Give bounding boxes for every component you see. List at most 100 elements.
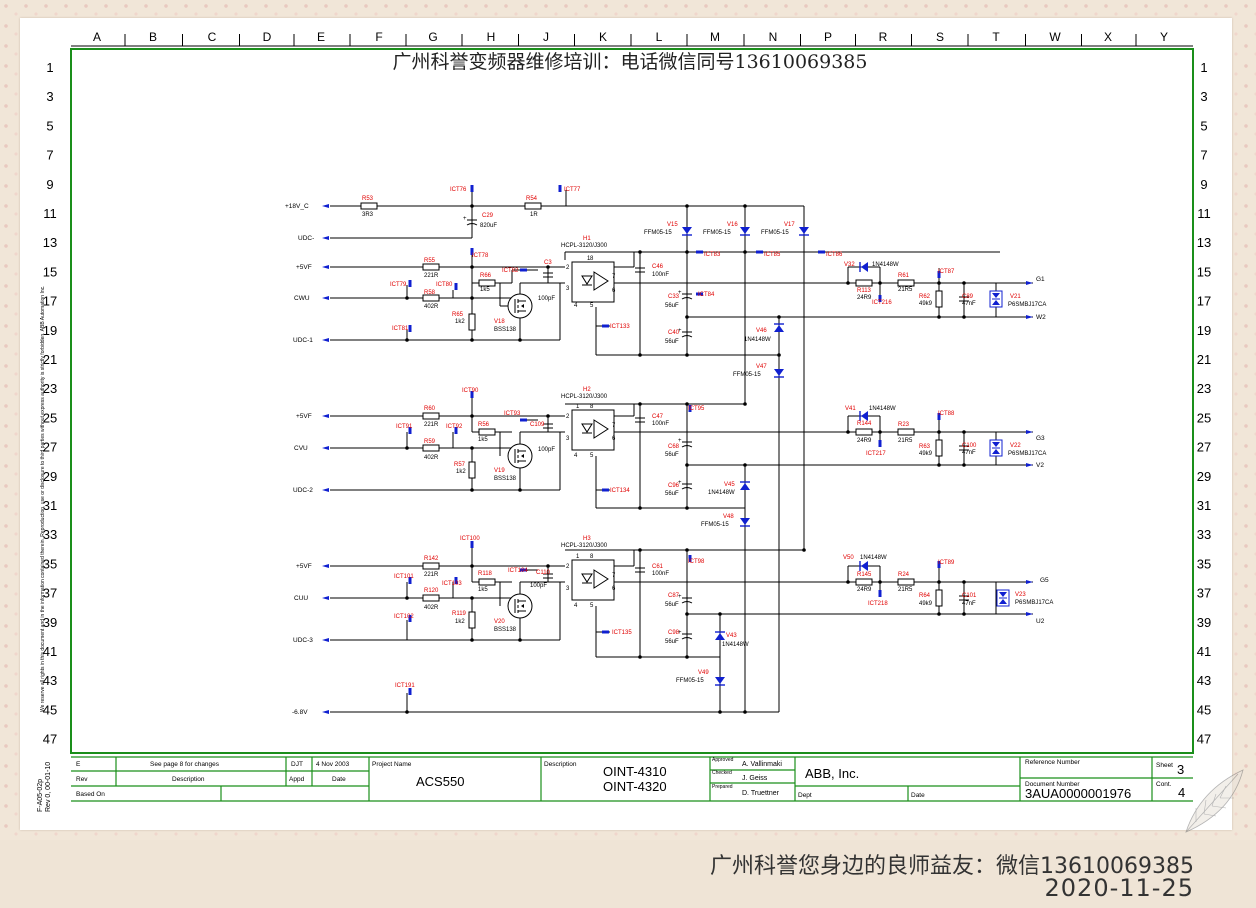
svg-text:V16: V16: [727, 222, 738, 228]
svg-text:5: 5: [590, 303, 594, 309]
svg-text:3: 3: [566, 436, 570, 442]
copyright-side-text: We reserve all rights in this document a…: [40, 285, 46, 712]
row-number-left: 25: [43, 410, 57, 425]
net-p18: +18V_C: [285, 203, 309, 210]
svg-text:ICT100: ICT100: [460, 536, 480, 542]
svg-text:R145: R145: [857, 572, 872, 578]
svg-text:1N4148W: 1N4148W: [860, 555, 887, 561]
svg-text:BSS138: BSS138: [494, 327, 517, 333]
svg-text:D. Truettner: D. Truettner: [742, 790, 780, 797]
row-number-left: 21: [43, 352, 57, 367]
row-number-right: 31: [1197, 498, 1211, 513]
svg-text:5: 5: [590, 453, 594, 459]
svg-text:ICT81: ICT81: [392, 326, 409, 332]
svg-text:R53: R53: [362, 196, 374, 202]
svg-text:ICT95: ICT95: [688, 406, 705, 412]
svg-text:R57: R57: [454, 462, 466, 468]
svg-text:BSS138: BSS138: [494, 627, 517, 633]
svg-text:1k2: 1k2: [455, 319, 465, 325]
svg-text:402R: 402R: [424, 455, 439, 461]
column-letter: Y: [1160, 30, 1168, 44]
svg-text:ICT134: ICT134: [610, 488, 630, 494]
row-number-left: 15: [43, 264, 57, 279]
net-v2: V2: [1036, 462, 1044, 469]
svg-text:49k9: 49k9: [919, 451, 933, 457]
row-number-left: 23: [43, 381, 57, 396]
svg-text:ICT84: ICT84: [698, 292, 715, 298]
drawing-frame: [70, 48, 1194, 754]
svg-text:1N4148W: 1N4148W: [872, 262, 899, 268]
row-number-right: 43: [1197, 673, 1211, 688]
svg-text:56uF: 56uF: [665, 452, 679, 458]
svg-text:7: 7: [612, 274, 616, 280]
row-number-left: 3: [46, 89, 53, 104]
svg-text:221R: 221R: [424, 273, 439, 279]
row-number-right: 35: [1197, 556, 1211, 571]
svg-text:ICT135: ICT135: [612, 630, 632, 636]
svg-text:C46: C46: [652, 264, 664, 270]
svg-text:C101: C101: [962, 593, 977, 599]
svg-text:V48: V48: [723, 514, 734, 520]
row-number-right: 47: [1197, 732, 1211, 747]
row-number-left: 35: [43, 556, 57, 571]
svg-text:ICT104: ICT104: [508, 568, 528, 574]
svg-text:R63: R63: [919, 444, 931, 450]
continuation-number: 4: [1178, 785, 1185, 800]
row-number-right: 7: [1200, 148, 1207, 163]
rev-approved: DJT: [291, 761, 303, 768]
svg-text:FFM05-15: FFM05-15: [703, 230, 731, 236]
svg-text:R64: R64: [919, 593, 931, 599]
svg-text:Based On: Based On: [76, 791, 105, 798]
net-udc3: UDC-3: [293, 637, 313, 644]
watermark-title: 广州科誉变频器维修培训：电话微信同号13610069385: [392, 51, 868, 73]
svg-text:C89: C89: [962, 294, 974, 300]
row-number-left: 41: [43, 644, 57, 659]
svg-text:100pF: 100pF: [538, 296, 555, 302]
svg-text:V49: V49: [698, 670, 709, 676]
svg-text:C98: C98: [668, 630, 680, 636]
svg-text:8: 8: [590, 404, 594, 410]
row-number-right: 29: [1197, 469, 1211, 484]
svg-text:56uF: 56uF: [665, 491, 679, 497]
svg-text:R113: R113: [857, 288, 872, 294]
column-letter: M: [710, 30, 720, 44]
svg-text:R119: R119: [452, 611, 467, 617]
row-number-left: 29: [43, 469, 57, 484]
svg-text:Reference Number: Reference Number: [1025, 759, 1081, 766]
row-number-left: 1: [46, 60, 53, 75]
svg-text:8: 8: [590, 554, 594, 560]
column-letter: J: [543, 30, 549, 44]
row-number-left: 17: [43, 294, 57, 309]
svg-text:7: 7: [612, 573, 616, 579]
svg-text:24R9: 24R9: [857, 587, 872, 593]
row-number-right: 19: [1197, 323, 1211, 338]
svg-text:R60: R60: [424, 406, 436, 412]
row-number-right: 1: [1200, 60, 1207, 75]
column-letter: C: [208, 30, 217, 44]
net-m68: -6.8V: [292, 709, 308, 716]
svg-text:R56: R56: [478, 422, 490, 428]
svg-text:ICT103: ICT103: [442, 581, 462, 587]
svg-text:1: 1: [587, 256, 591, 262]
svg-text:R62: R62: [919, 294, 931, 300]
svg-text:56uF: 56uF: [665, 339, 679, 345]
svg-text:ICT102: ICT102: [394, 614, 414, 620]
row-number-left: 33: [43, 527, 57, 542]
net-udc1: UDC-1: [293, 337, 313, 344]
net-labels: +18V_C UDC- +5VF CWU UDC-1 +5VF CVU UDC-…: [285, 203, 1049, 716]
svg-text:ICT88: ICT88: [938, 411, 955, 417]
company-name: ABB, Inc.: [805, 766, 859, 781]
svg-text:V20: V20: [494, 619, 505, 625]
svg-text:Appd: Appd: [289, 776, 305, 783]
svg-text:C47: C47: [652, 414, 664, 420]
svg-text:1N4148W: 1N4148W: [744, 337, 771, 343]
svg-text:49k9: 49k9: [919, 601, 933, 607]
net-u2: U2: [1036, 618, 1045, 625]
svg-text:R144: R144: [857, 421, 872, 427]
svg-text:Prepared: Prepared: [712, 784, 733, 790]
svg-text:3R3: 3R3: [362, 212, 374, 218]
title-block: E See page 8 for changes DJT 4 Nov 2003 …: [76, 757, 1185, 801]
net-udc2: UDC-2: [293, 487, 313, 494]
row-number-right: 45: [1197, 702, 1211, 717]
